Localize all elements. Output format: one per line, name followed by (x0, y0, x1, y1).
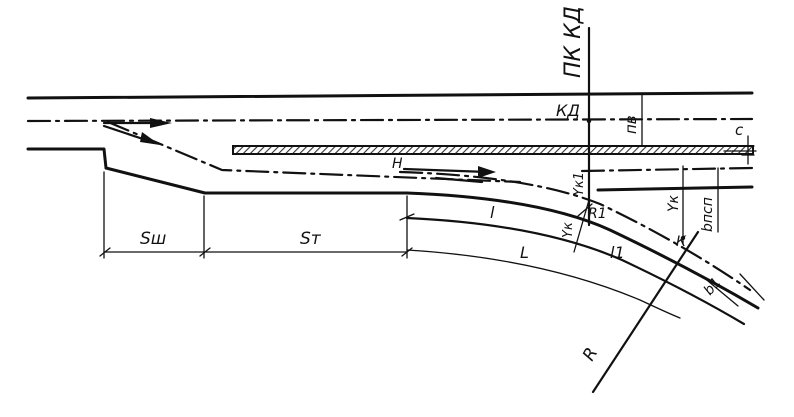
b1-ext (739, 273, 765, 301)
ramp-outer-edge (405, 191, 760, 310)
label-pk-kd: ПК КД (561, 6, 586, 78)
radius-R-line (591, 230, 700, 394)
label-l-small: l (490, 203, 495, 222)
arrow-shaft-4 (434, 176, 484, 184)
b1-dim-line (701, 275, 739, 307)
taper-edge (104, 166, 409, 195)
kd-point (586, 118, 592, 124)
ramp-inner-curve-1 (405, 216, 746, 326)
tick-2 (199, 247, 211, 257)
tick-1 (99, 247, 111, 257)
k-point (680, 235, 686, 241)
left-edge-step (26, 147, 108, 170)
label-b-psp: bпсп (700, 197, 716, 232)
dimension-arc-L (406, 249, 681, 319)
label-kd: КД (556, 101, 580, 120)
label-r: R (579, 344, 602, 364)
label-s-sh: Sш (140, 229, 166, 249)
label-l1: l1 (610, 243, 625, 262)
label-n: Н (392, 156, 403, 172)
arrow-head-2 (140, 132, 160, 145)
label-yk-mid: Yк (561, 222, 576, 238)
arrow-head-1 (150, 118, 172, 128)
median-strip (232, 145, 754, 155)
label-c: с (735, 121, 744, 139)
label-yk1: Yк1 (572, 172, 587, 196)
lane-centerline-right (580, 166, 754, 173)
ramp-centerline (398, 170, 752, 292)
tick-3 (401, 247, 413, 257)
arrow-head-3 (478, 166, 496, 178)
arrow-shaft-3 (402, 167, 490, 174)
label-yk-right: Yк (666, 194, 682, 212)
label-L: L (520, 243, 529, 262)
r1-leader (577, 203, 593, 217)
road-centerline (26, 117, 754, 123)
label-s-t: Sт (300, 229, 322, 249)
tick-3a (399, 213, 415, 221)
label-pv: пв (622, 115, 640, 134)
label-r1: R1 (588, 206, 607, 222)
label-k: К (676, 234, 687, 250)
right-lane-edge (596, 185, 754, 192)
